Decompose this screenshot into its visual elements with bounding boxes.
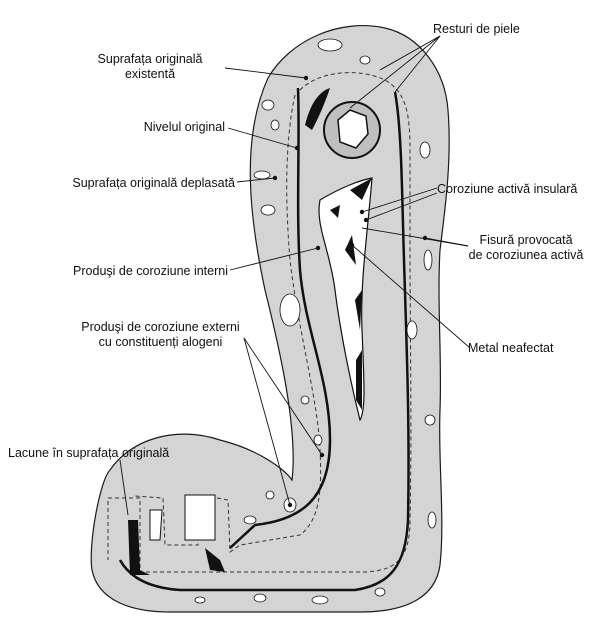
label-line-1: Suprafața originală xyxy=(70,52,230,67)
label-suprafata-originala-existenta: Suprafața originală existentă xyxy=(70,52,230,82)
label-nivelul-original: Nivelul original xyxy=(60,120,225,135)
label-suprafata-originala-deplasata: Suprafața originală deplasată xyxy=(10,176,235,191)
corrosion-body xyxy=(91,26,449,612)
label-lacune: Lacune în suprafața originală xyxy=(8,446,169,461)
label-line-2: de coroziunea activă xyxy=(460,248,592,263)
label-produsi-interni: Produşi de coroziune interni xyxy=(10,264,228,279)
label-line-2: cu constituenți alogeni xyxy=(58,335,263,350)
label-coroziune-activa-insulara: Coroziune activă insulară xyxy=(437,182,577,197)
label-line-1: Fisură provocată xyxy=(460,233,592,248)
label-line-2: existentă xyxy=(70,67,230,82)
label-fisura-provocata: Fisură provocată de coroziunea activă xyxy=(460,233,592,263)
label-produsi-externi: Produşi de coroziune externi cu constitu… xyxy=(58,320,263,350)
label-line-1: Produşi de coroziune externi xyxy=(58,320,263,335)
label-resturi-de-piele: Resturi de piele xyxy=(433,22,520,37)
lacuna-4 xyxy=(150,510,162,540)
lacuna-3 xyxy=(185,495,215,540)
label-metal-neafectat: Metal neafectat xyxy=(468,341,553,356)
